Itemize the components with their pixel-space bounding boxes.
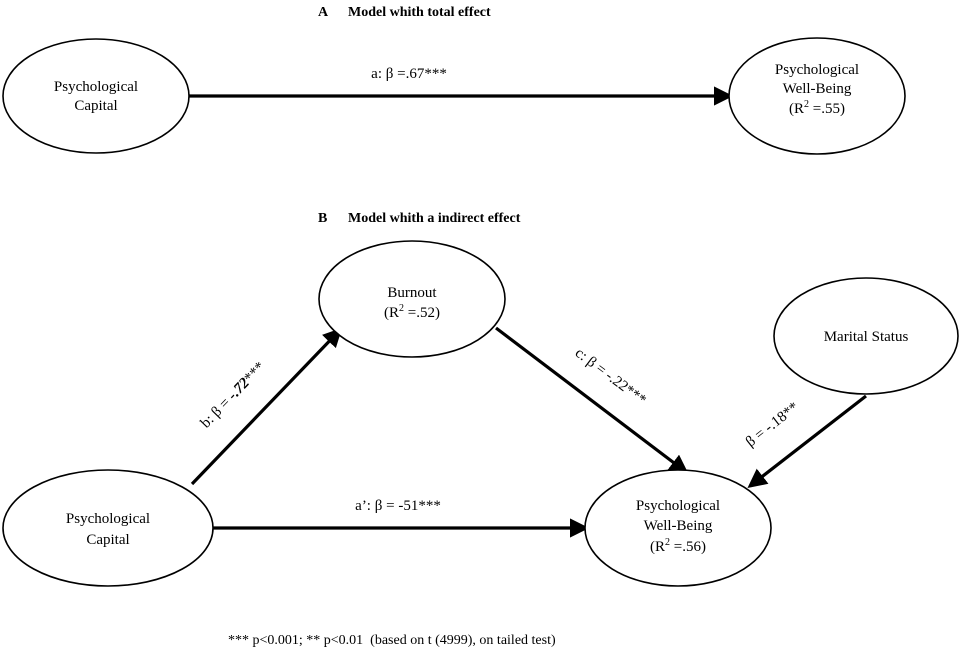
node-a-psychological-well-being	[728, 37, 906, 155]
edge-c-label: c: β = -.22***	[572, 345, 649, 409]
node-b-marital-status	[773, 277, 959, 395]
edge-a-prime-label: a’: β = -51***	[355, 498, 441, 514]
node-a-pwb-r2: (R2 =.55)	[789, 99, 845, 117]
edge-marital-label: β = -.18**	[743, 399, 802, 450]
node-b-pwb-line2: Well-Being	[644, 518, 713, 534]
edge-b-label: b: β = -.72***	[198, 359, 269, 431]
node-b-psychological-well-being	[584, 469, 772, 587]
node-b-pwb-line1: Psychological	[636, 498, 720, 514]
panel-a-title: Model whith total effect	[348, 5, 491, 20]
node-a-psycap-line1: Psychological	[54, 79, 138, 95]
node-b-psycap-line1: Psychological	[66, 511, 150, 527]
node-b-psycap-line2: Capital	[86, 532, 129, 548]
node-b-psychological-capital	[2, 469, 214, 587]
panel-b-title: Model whith a indirect effect	[348, 211, 521, 226]
node-b-burnout	[318, 240, 506, 358]
node-b-burnout-r2: (R2 =.52)	[384, 303, 440, 321]
panel-a-letter: A	[318, 5, 329, 20]
panel-b-letter: B	[318, 211, 327, 226]
node-a-pwb-line1: Psychological	[775, 62, 859, 78]
node-a-pwb-line2: Well-Being	[783, 81, 852, 97]
node-b-burnout-line1: Burnout	[387, 285, 437, 301]
edge-a-label: a: β =.67***	[371, 66, 447, 82]
node-a-psycap-line2: Capital	[74, 98, 117, 114]
node-b-marital-line1: Marital Status	[824, 329, 909, 345]
footnote: *** p<0.001; ** p<0.01 (based on t (4999…	[228, 633, 556, 648]
node-b-pwb-r2: (R2 =.56)	[650, 537, 706, 555]
edge-b-arrow	[190, 327, 343, 486]
edge-marital-arrow	[747, 394, 867, 488]
edge-c-arrow	[495, 326, 689, 474]
node-a-psychological-capital	[2, 38, 190, 154]
